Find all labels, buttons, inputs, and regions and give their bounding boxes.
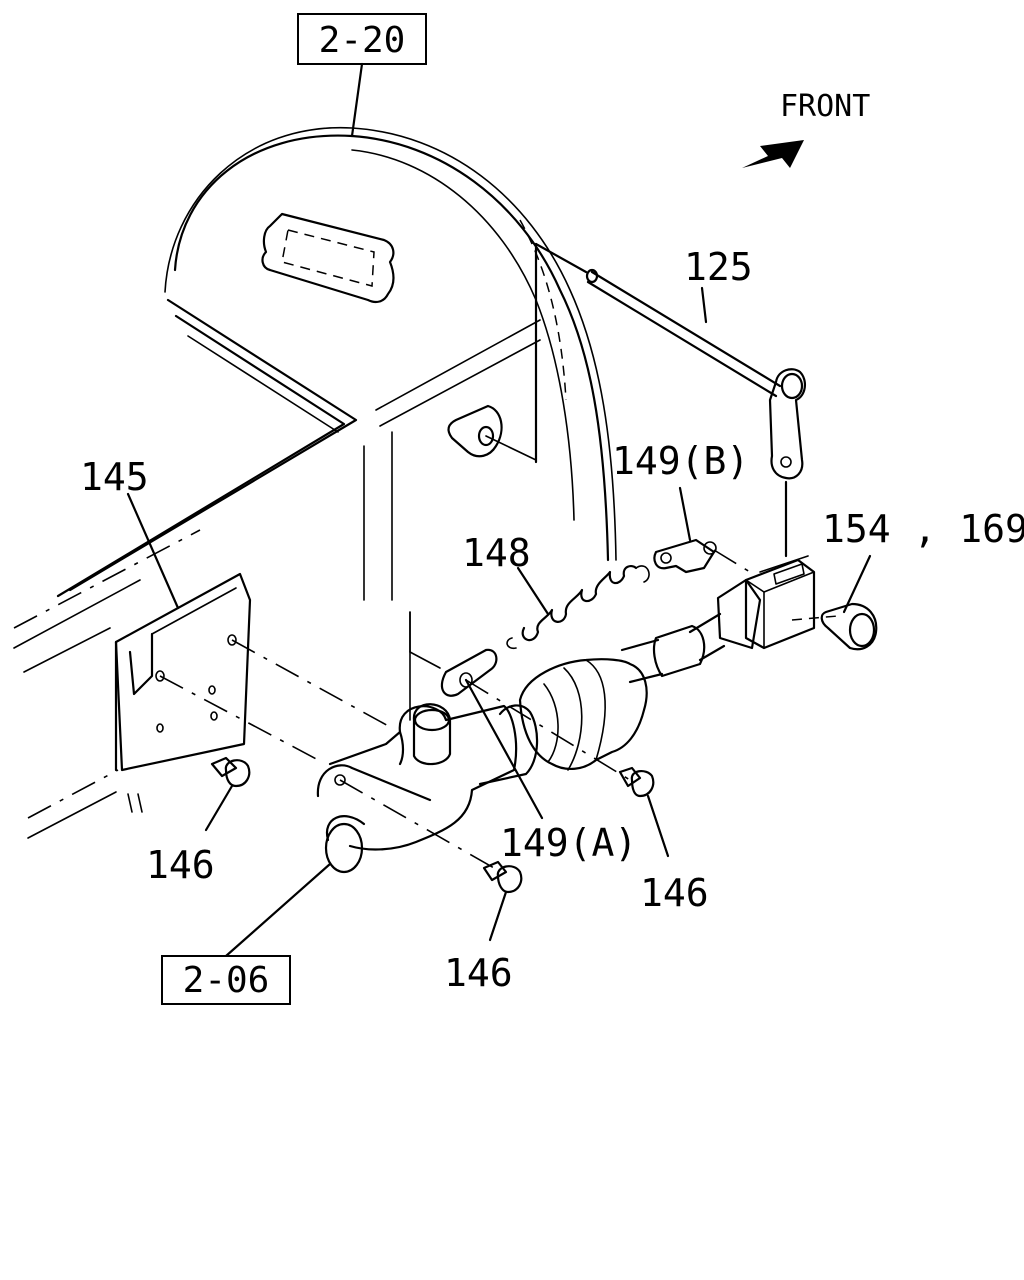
reference-2-06-label: 2-06 [183,960,270,1001]
pivot-mount [447,242,588,464]
leader-146-left [204,784,234,832]
callout-146-right: 146 [640,871,709,915]
callout-149b: 149(B) [612,439,749,483]
alignment-lines [159,549,751,869]
reference-2-20[interactable]: 2-20 [297,13,427,65]
reference-2-06[interactable]: 2-06 [161,955,291,1005]
callout-149a: 149(A) [500,821,637,865]
callout-145: 145 [80,455,149,499]
reference-2-20-label: 2-20 [319,20,406,61]
callout-146-bottom: 146 [444,951,513,995]
leader-149b [678,486,692,542]
part-146-bolt-right[interactable] [618,766,655,798]
part-149b-bracket[interactable] [653,538,717,574]
clutch-housing [164,126,617,562]
leader-146-bottom [488,890,508,942]
leader-125 [700,286,708,324]
front-label: FRONT [780,89,870,124]
leader-145 [126,492,180,610]
part-148-spring[interactable] [506,565,650,650]
front-arrow-icon [742,140,804,168]
part-154-169-pin[interactable] [820,602,878,651]
part-145-bracket[interactable] [114,572,252,772]
callout-146-left: 146 [146,843,215,887]
frame-rail [13,298,541,839]
leader-148 [516,566,550,616]
leader-2-20 [350,62,364,138]
leader-149a [464,678,544,820]
callout-154-169: 154 , 169 [822,507,1024,551]
callout-125: 125 [684,245,753,289]
part-125-shaft-lever[interactable] [585,268,806,480]
leader-2-06 [224,862,332,958]
cylinder-assembly [316,480,839,874]
callout-148: 148 [462,531,531,575]
part-149a-plate[interactable] [440,648,498,697]
part-146-bolt-left[interactable] [210,756,251,788]
part-146-bolt-bottom[interactable] [482,860,523,894]
leader-146-right [646,794,670,858]
leader-154-169 [842,554,872,614]
